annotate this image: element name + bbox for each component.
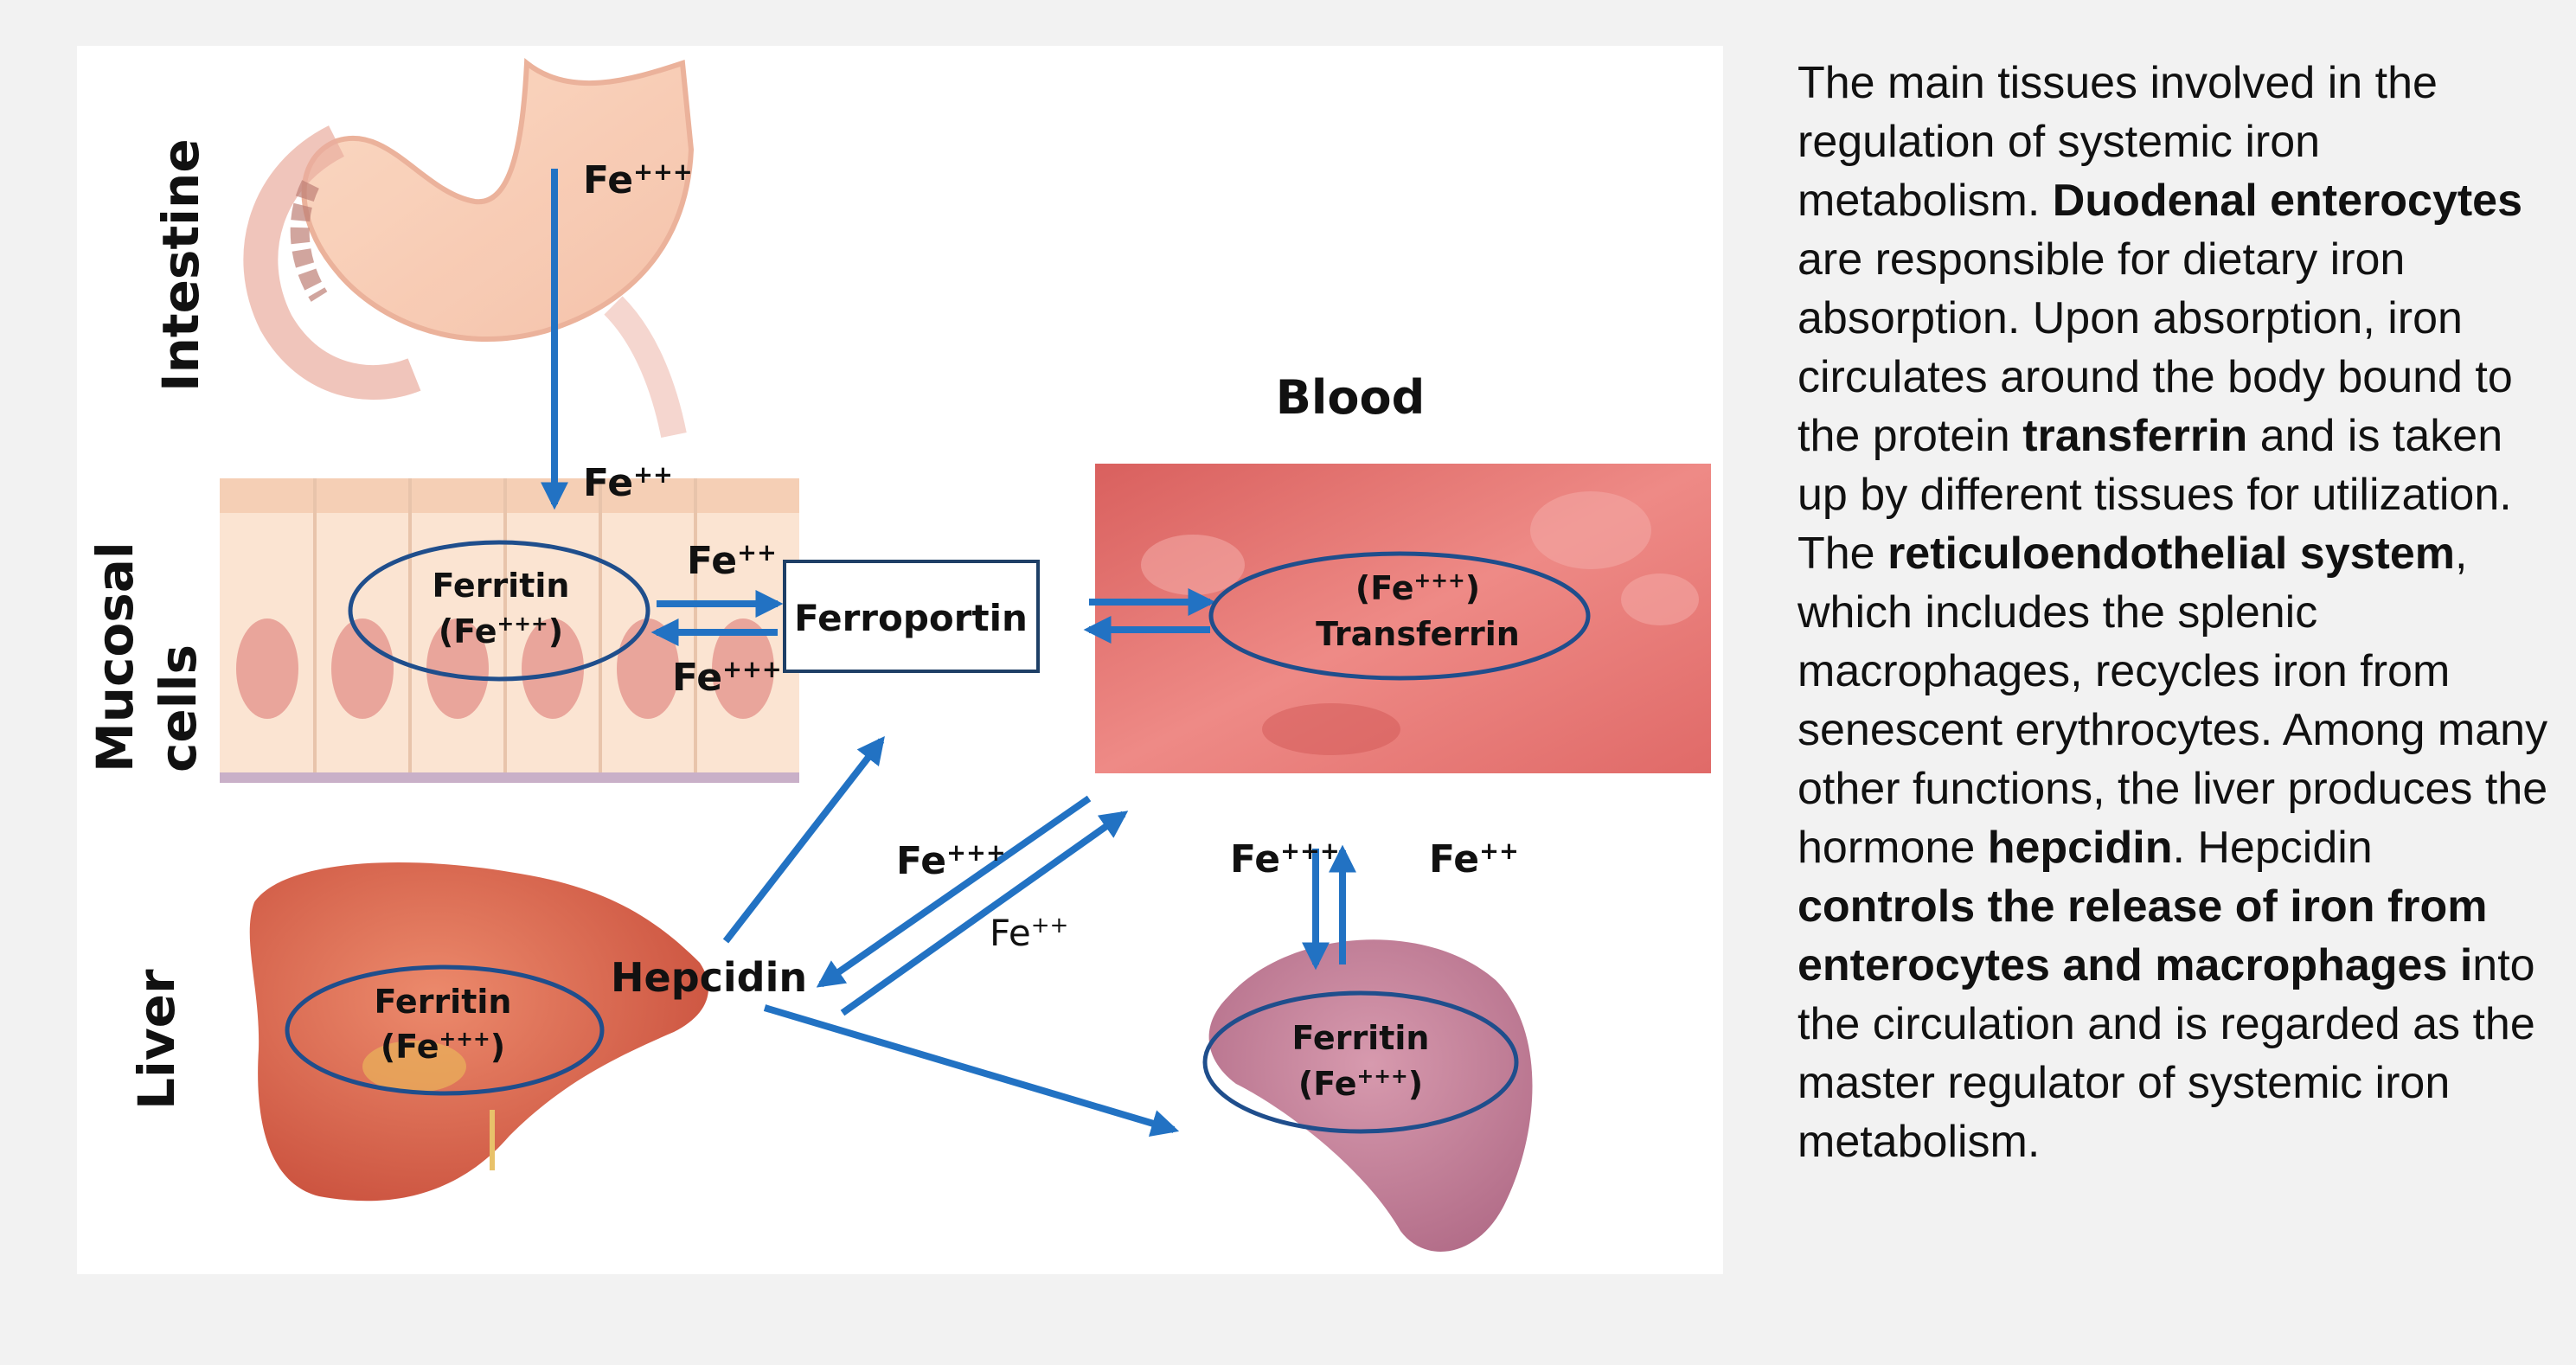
ion-fe3-liver-link: Fe+++: [896, 839, 1006, 883]
label-hepcidin: Hepcidin: [611, 954, 807, 1001]
ion-fe2-exchange: Fe++: [687, 539, 777, 583]
ion-fe3-stomach: Fe+++: [583, 158, 693, 202]
ion-fe2-liver-link: Fe++: [990, 912, 1068, 954]
arrow-hepcidin-to-spleen: [763, 1004, 1180, 1138]
arrow-blood-to-liver: [816, 795, 1092, 988]
caption-segment: The main tissues involved in the regulat…: [1797, 58, 2438, 226]
spleen-ferritin-ellipse: [1202, 990, 1519, 1134]
caption-segment: , which includes the splenic macrophages…: [1797, 529, 2548, 873]
blood-ellipse-line2: Transferrin: [1316, 615, 1520, 653]
arrow-hepcidin-to-ferroportin: [722, 735, 885, 944]
blood-transferrin-ellipse: [1208, 551, 1591, 681]
ferroportin-box: [783, 560, 1040, 673]
liver-illustration: [249, 862, 709, 1202]
label-cells: cells: [149, 644, 208, 772]
caption-segment: reticuloendothelial system: [1887, 529, 2456, 579]
arrow-liver-to-blood: [840, 811, 1129, 1016]
caption-segment: and is taken up by different tissues for…: [1797, 411, 2512, 579]
ion-fe2-mucosa-top: Fe++: [583, 461, 673, 505]
caption-segment: . Hepcidin: [2172, 823, 2373, 873]
iron-metabolism-diagram: Ferroportin Ferritin (Fe+++) (Fe+++) Tra…: [86, 58, 1711, 1252]
stomach-illustration: [243, 58, 695, 438]
caption-segment: controls the release of iron from entero…: [1797, 881, 2488, 990]
ion-fe3-exchange: Fe+++: [672, 656, 782, 700]
spleen-illustration: [1208, 939, 1533, 1252]
caption-segment: transferrin: [2022, 411, 2248, 461]
blood-ellipse-line1: (Fe+++): [1355, 568, 1480, 607]
ion-fe3-spleen: Fe+++: [1230, 837, 1340, 881]
mucosa-ellipse-line1: Ferritin: [433, 567, 570, 605]
caption-segment: nto the circulation and is regarded as t…: [1797, 940, 2535, 1167]
label-blood: Blood: [1276, 370, 1426, 425]
spleen-ellipse-line1: Ferritin: [1292, 1019, 1430, 1057]
liver-ferritin-ellipse: [285, 964, 605, 1096]
mucosa-ellipse-line2: (Fe+++): [439, 612, 563, 650]
liver-ellipse-line1: Ferritin: [375, 983, 512, 1021]
mucosa-ferritin-ellipse: [348, 540, 650, 682]
caption-segment: hepcidin: [1987, 823, 2173, 873]
liver-ellipse-line2: (Fe+++): [381, 1027, 505, 1066]
blood-illustration: [1095, 464, 1711, 773]
ferroportin-label: Ferroportin: [794, 597, 1028, 639]
caption-segment: are responsible for dietary iron absorpt…: [1797, 234, 2513, 461]
arrows: [541, 169, 1356, 1138]
caption-segment: Duodenal enterocytes: [2052, 176, 2523, 226]
ion-fe2-spleen: Fe++: [1429, 837, 1519, 881]
label-liver: Liver: [127, 969, 186, 1110]
spleen-ellipse-line2: (Fe+++): [1298, 1064, 1423, 1103]
figure-panel: Ferroportin Ferritin (Fe+++) (Fe+++) Tra…: [77, 46, 1723, 1274]
caption-text: The main tissues involved in the regulat…: [1797, 54, 2559, 1171]
label-intestine: Intestine: [151, 138, 210, 392]
label-mucosal: Mucosal: [86, 542, 144, 772]
